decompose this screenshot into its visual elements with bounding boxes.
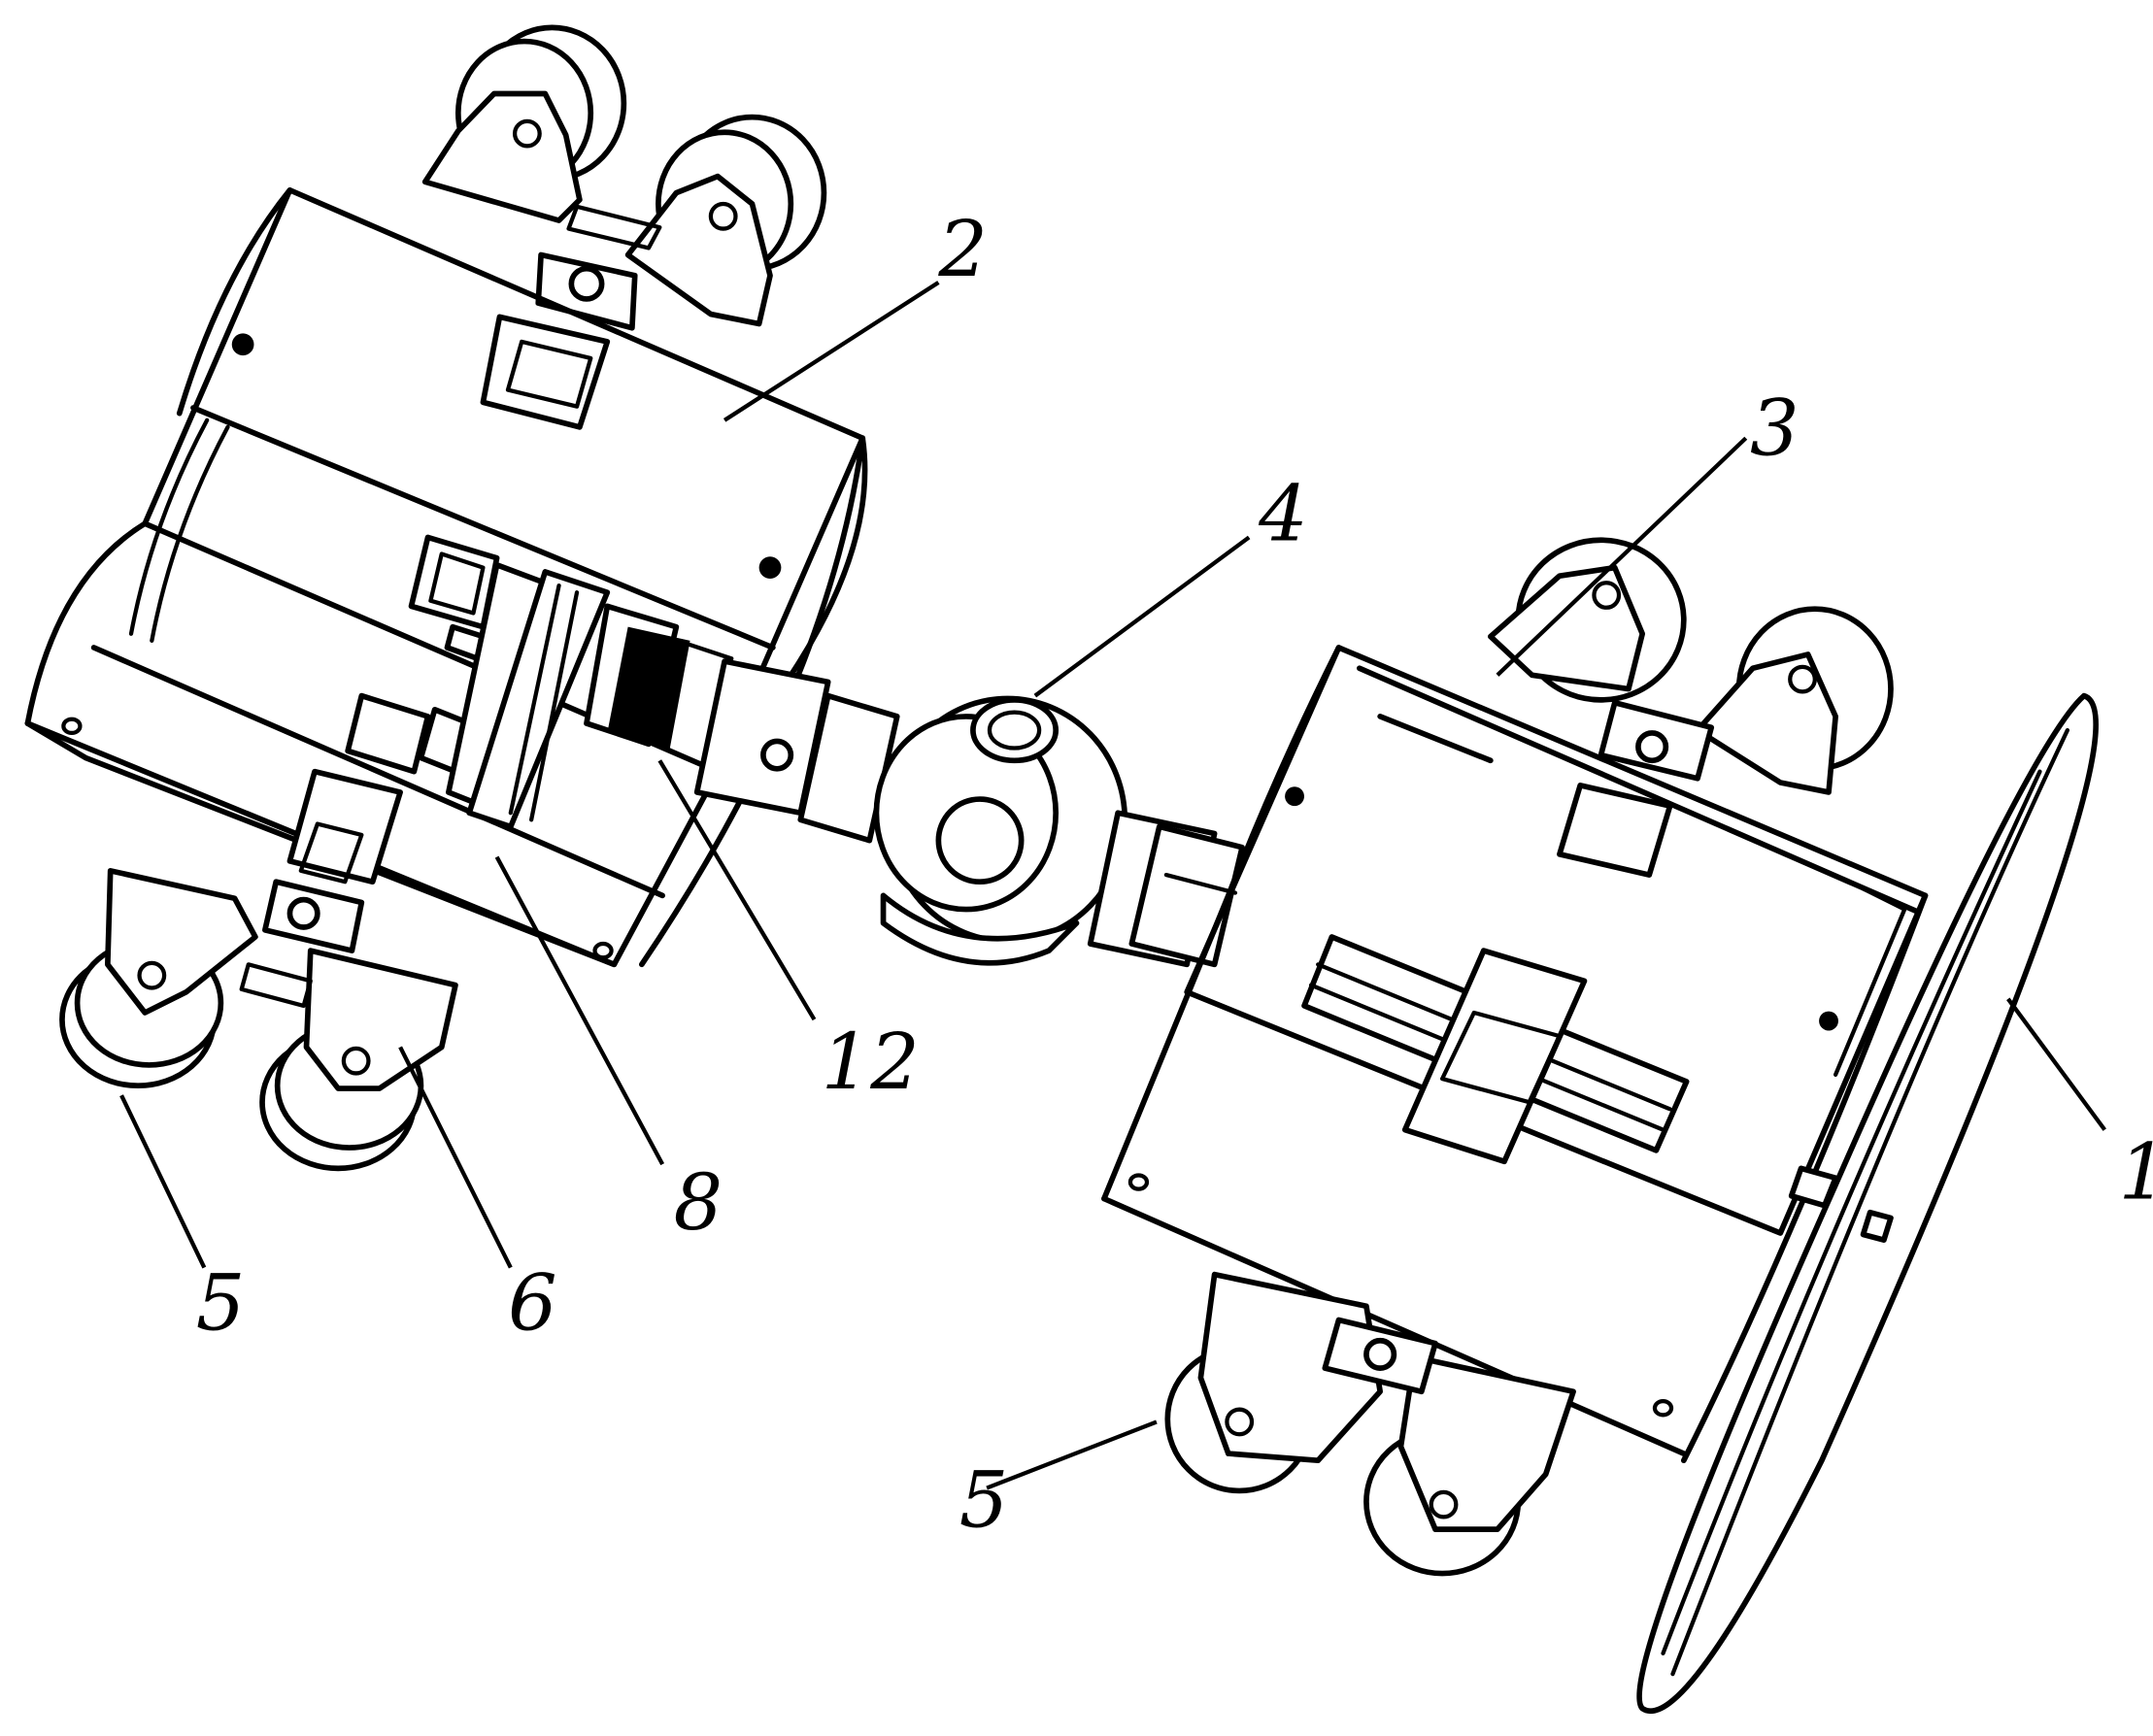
reference-numerals: 1 2 3 4 5 5 6 8 12	[196, 204, 2153, 1545]
left-top-wheel-assembly	[421, 24, 827, 430]
left-bottom-wheel-assembly	[59, 768, 458, 1172]
label-8: 8	[674, 1157, 723, 1248]
right-bottom-wheel-assembly	[1164, 1271, 1576, 1577]
label-4: 4	[1258, 468, 1308, 558]
right-top-wheel-assembly	[1488, 537, 1894, 878]
label-2: 2	[937, 204, 988, 294]
right-module-center-bracket	[1301, 934, 1690, 1165]
label-12: 12	[822, 1017, 920, 1107]
label-6: 6	[508, 1257, 557, 1348]
cutter-disc	[1636, 692, 2100, 1714]
label-5-left: 5	[196, 1257, 246, 1348]
left-module-body	[24, 24, 868, 1172]
left-module-internal-mechanism	[345, 534, 734, 830]
leader-lines	[119, 281, 2106, 1490]
label-5-right: 5	[959, 1454, 1009, 1545]
label-1: 1	[2118, 1127, 2153, 1218]
label-3: 3	[1750, 383, 1800, 473]
spring-coil	[607, 626, 690, 751]
right-module-body	[1101, 537, 1929, 1577]
universal-joint	[693, 658, 1245, 968]
